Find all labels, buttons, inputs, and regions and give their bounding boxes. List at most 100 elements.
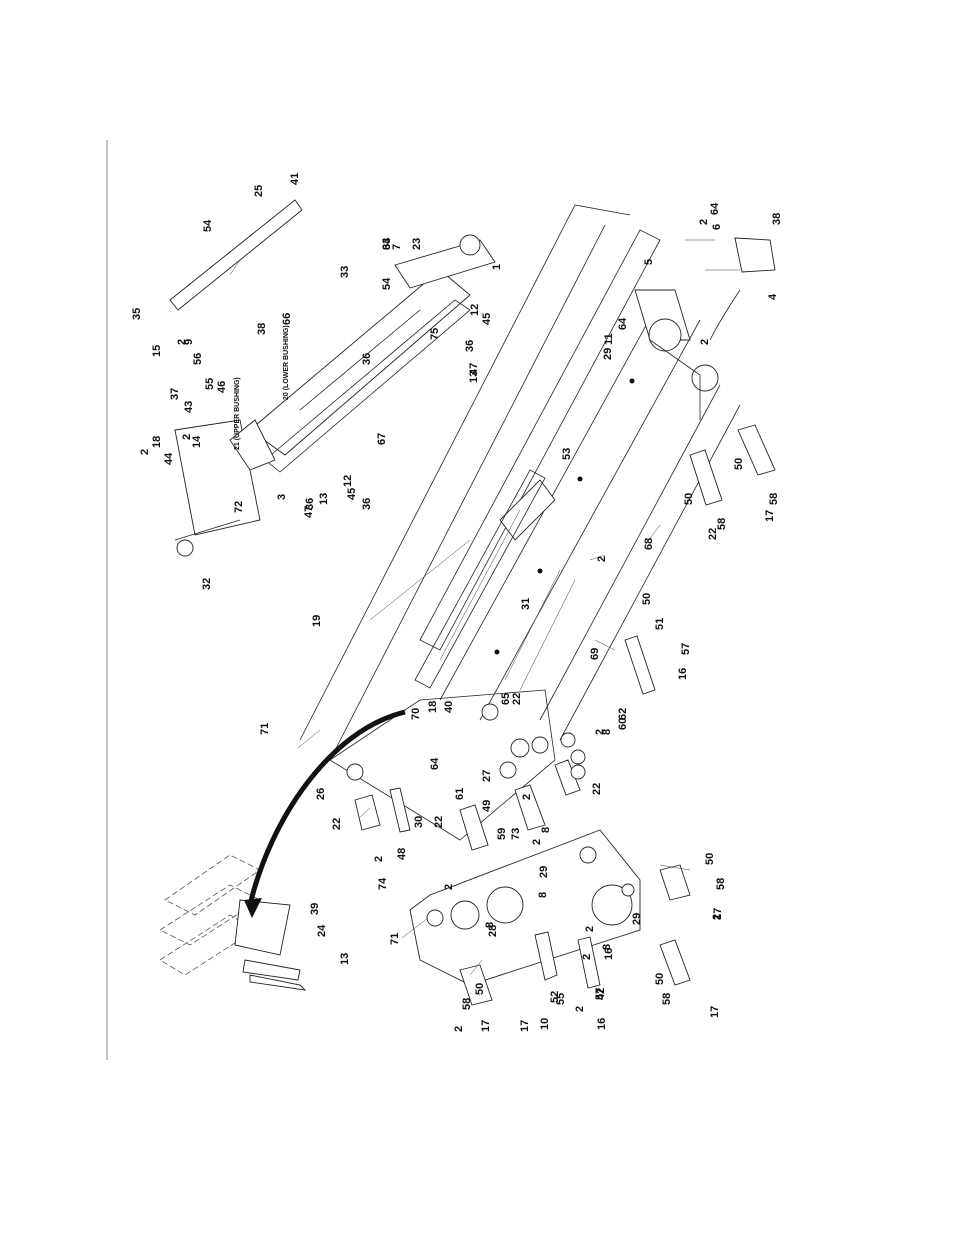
callout-label: 60: [617, 718, 629, 730]
callout-label: 28: [487, 925, 499, 937]
callout-label: 47: [303, 506, 315, 518]
callout-label: 3: [276, 494, 288, 500]
assembly-arrow-head: [244, 898, 262, 918]
callout-label: 2: [711, 914, 723, 920]
callout-label: 49: [481, 800, 493, 812]
rotator-cradle: [634, 237, 776, 420]
callout-label: 2: [181, 434, 193, 440]
callout-label: 2: [139, 449, 151, 455]
callout-label: 24: [316, 924, 328, 937]
callout-label: 36: [304, 498, 316, 510]
callout-label: 22: [707, 528, 719, 540]
callout-label: 55: [555, 993, 567, 1005]
callout-label: 47: [468, 363, 480, 375]
callout-label: 50: [641, 593, 653, 605]
callout-label: 26: [315, 788, 327, 800]
callout-label: 16: [596, 1018, 608, 1030]
callout-label: 50: [654, 973, 666, 985]
callout-label: 53: [561, 448, 573, 460]
callout-label: 23: [411, 238, 423, 250]
callout-label: 71: [389, 933, 401, 945]
callout-label: 63: [381, 238, 393, 250]
callout-label: 67: [376, 433, 388, 445]
callout-label: 22: [331, 818, 343, 830]
callout-label: 2: [698, 219, 710, 225]
callout-label: 29: [538, 866, 550, 878]
callout-label: 2: [584, 926, 596, 932]
callout-label: 5: [643, 259, 655, 265]
callout-label: 12: [469, 304, 481, 316]
callout-label: 61: [454, 788, 466, 800]
callout-label: 2: [443, 884, 455, 890]
callout-label: 16: [603, 948, 615, 960]
callout-label: 65: [500, 693, 512, 705]
callout-label: 8: [601, 729, 613, 735]
callout-label: 58: [461, 998, 473, 1010]
callout-label: 8: [601, 944, 613, 950]
grease-fittings: [494, 378, 635, 655]
callout-label: 56: [192, 353, 204, 365]
assembly-arrow: [247, 709, 406, 906]
callout-label: 29: [631, 913, 643, 925]
callout-label: 52: [549, 991, 561, 1003]
callout-label: 13: [318, 493, 330, 505]
callout-label: 13: [339, 953, 351, 965]
callout-label: 40: [443, 701, 455, 713]
callout-label: 16: [677, 668, 689, 680]
callout-label: 75: [429, 328, 441, 340]
callout-label: 64: [709, 202, 721, 215]
callout-label: 41: [289, 173, 301, 185]
callout-label: 37: [169, 388, 181, 400]
callout-label: 48: [396, 848, 408, 860]
callout-label: 50: [704, 853, 716, 865]
callout-label: 2: [574, 1006, 586, 1012]
leader-lines: [229, 259, 691, 976]
callout-label: 11: [603, 333, 615, 345]
callout-label: 17: [709, 1006, 721, 1018]
callout-label: 66: [281, 313, 293, 325]
callout-label: 17: [519, 1020, 531, 1032]
callout-label: 51: [654, 618, 666, 630]
callout-label: 2: [596, 556, 608, 562]
callout-label: 6: [711, 224, 723, 230]
main-boom: [299, 204, 741, 761]
callout-label: 10: [539, 1018, 551, 1030]
callout-label: 58: [661, 993, 673, 1005]
callout-label: 9: [183, 339, 195, 345]
callout-label: 17: [764, 510, 776, 522]
callout-label: 22: [433, 816, 445, 828]
callout-label: 43: [183, 401, 195, 413]
callout-label: 58: [716, 518, 728, 530]
callout-label: 2: [453, 1026, 465, 1032]
callout-label: 57: [680, 643, 692, 655]
callout-label: 36: [361, 498, 373, 510]
callout-label: 55: [204, 378, 216, 390]
callout-label: 39: [309, 903, 321, 915]
callout-label: 32: [201, 578, 213, 590]
callout-label: 12: [342, 475, 354, 487]
callout-label: 15: [151, 345, 163, 357]
callout-label: 18: [427, 701, 439, 713]
callout-label: 1: [491, 264, 503, 270]
callout-label: 50: [474, 983, 486, 995]
callout-label: 36: [464, 340, 476, 352]
callout-label: 2: [373, 856, 385, 862]
callout-label: 31: [520, 598, 532, 610]
callout-label: 8: [540, 827, 552, 833]
callout-label: 38: [256, 323, 268, 335]
callout-label: 64: [617, 317, 629, 330]
callout-label: 22: [511, 693, 523, 705]
callout-label: 45: [481, 313, 493, 325]
callout-label: 2: [531, 839, 543, 845]
callout-label: 70: [410, 708, 422, 720]
callout-label: 8: [537, 892, 549, 898]
callout-label: 45: [346, 488, 358, 500]
callout-label: 17: [712, 908, 724, 920]
callout-label: 71: [259, 723, 271, 735]
callout-label: 27: [481, 770, 493, 782]
callout-label: 42: [595, 988, 607, 1000]
callout-label: 30: [413, 816, 425, 828]
callout-label: 58: [768, 493, 780, 505]
lift-cylinder: [414, 469, 546, 689]
